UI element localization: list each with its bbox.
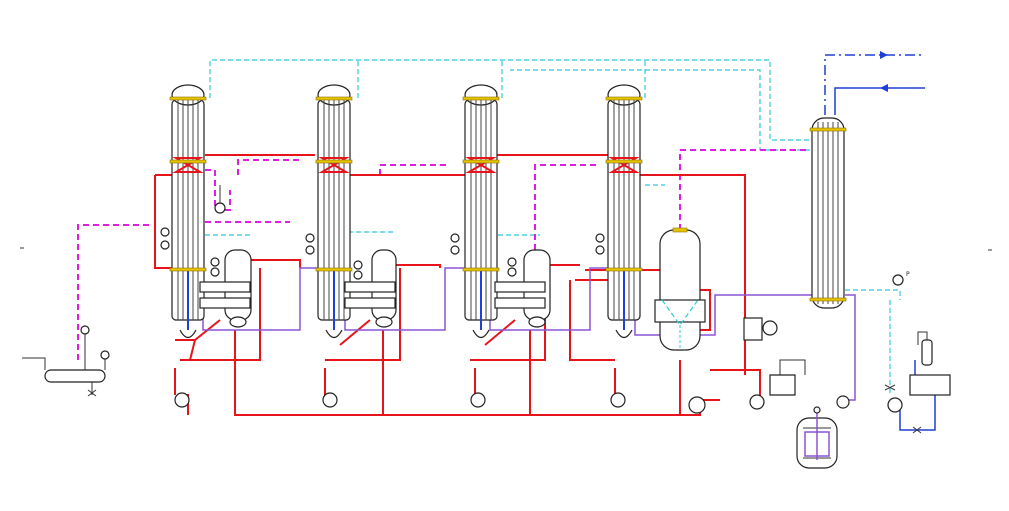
vacuum-pump-loop — [899, 390, 936, 431]
vacuum-system — [884, 331, 951, 434]
steam-to-3 — [379, 164, 450, 175]
flash-loop — [700, 289, 711, 331]
diag-3 — [484, 319, 516, 346]
vacuum-header — [209, 59, 810, 141]
vacuum-condenser-out — [845, 289, 901, 300]
cw-in-arrow — [880, 84, 888, 92]
diag-1b — [175, 339, 197, 361]
gauge-icon — [507, 267, 517, 277]
pump-4-icon — [610, 392, 626, 408]
valve-icon — [912, 426, 922, 434]
cooling-water-in — [834, 87, 925, 115]
flash-tank — [654, 227, 706, 351]
steam-to-2 — [237, 159, 300, 175]
steam-feed-1 — [154, 175, 175, 269]
heater-icon-2 — [318, 157, 350, 173]
condenser — [809, 117, 847, 309]
sep-1-return — [180, 268, 261, 361]
gauge-icon — [210, 257, 220, 267]
gauge-icon — [507, 257, 517, 267]
thermometer-icon — [214, 202, 226, 214]
steam-to-condenser — [679, 149, 810, 230]
gauge-icon — [450, 233, 460, 243]
gauge-icon — [160, 240, 170, 250]
motor-icon — [762, 320, 778, 336]
receiver-tank — [769, 359, 806, 396]
sep-2-loop — [383, 264, 441, 268]
product-1-2 — [202, 267, 325, 331]
steam-distributor — [22, 325, 110, 397]
pump-7-icon — [836, 395, 850, 409]
vacuum-return — [510, 69, 810, 151]
instruments: P — [160, 185, 910, 286]
diag-2 — [339, 319, 371, 346]
pump-3-icon — [470, 392, 486, 408]
separator-1 — [199, 249, 252, 328]
pressure-gauge-icon — [100, 350, 110, 360]
gauge-icon — [353, 260, 363, 270]
cw-out-arrow — [880, 51, 888, 59]
pump-5-icon — [688, 396, 706, 414]
separator-2 — [344, 249, 397, 328]
gauge-icon — [305, 245, 315, 255]
steam-inlet-line — [77, 224, 150, 360]
separator-3 — [494, 249, 551, 328]
sep-1-loop — [240, 259, 301, 268]
condensate-header — [234, 330, 701, 416]
valve-icon — [884, 384, 896, 391]
gauge-icon — [595, 245, 605, 255]
vacuum-lines — [205, 59, 901, 395]
steam-4-out — [640, 174, 746, 375]
pump-1-icon — [174, 392, 190, 408]
evaporator-4 — [605, 84, 643, 339]
product-tank — [796, 406, 838, 469]
heater-icon-4 — [608, 157, 640, 173]
product-4-out — [634, 294, 830, 336]
gauge-label: P — [906, 271, 910, 278]
valve-icon — [87, 389, 97, 397]
gauge-icon — [160, 227, 170, 237]
gauge-icon — [305, 233, 315, 243]
pressure-gauge-icon — [892, 274, 904, 286]
pump-2-icon — [322, 392, 338, 408]
gauge-icon — [595, 233, 605, 243]
gauge-icon — [210, 267, 220, 277]
evaporator-3 — [462, 84, 500, 339]
heater-icon-1 — [172, 157, 204, 173]
control-box — [743, 317, 778, 341]
evaporator-2 — [315, 84, 353, 339]
cooling-water-out — [824, 54, 925, 115]
gauge-icon — [450, 245, 460, 255]
evaporator-1 — [169, 84, 207, 339]
heater-icon-3 — [465, 157, 497, 173]
product-to-pump — [845, 294, 856, 401]
pressure-gauge-icon — [80, 325, 90, 335]
vacuum-pump-icon — [887, 397, 903, 413]
pump-6-icon — [749, 394, 765, 410]
gauge-icon — [353, 270, 363, 280]
steam-to-4 — [534, 164, 600, 250]
product-line — [710, 369, 761, 400]
pumps — [174, 392, 903, 414]
sep-2-return — [325, 268, 401, 361]
sep-4-loop — [569, 280, 615, 361]
